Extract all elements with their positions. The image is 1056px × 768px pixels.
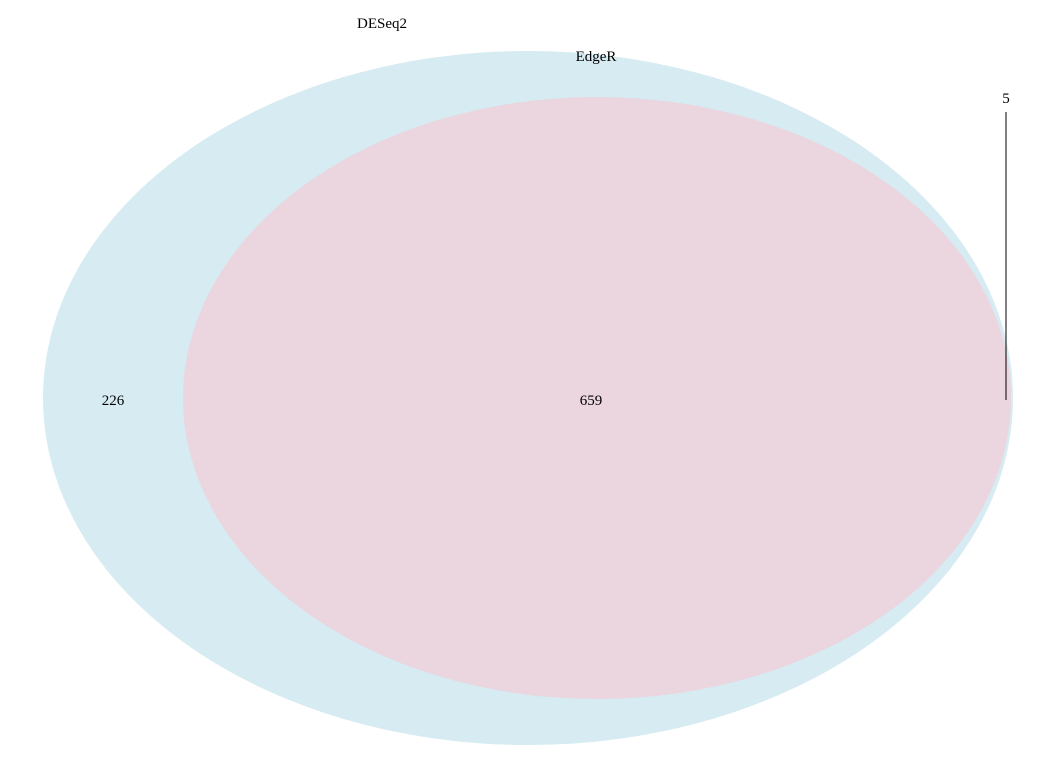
deseq2-set-label: DESeq2	[357, 16, 407, 32]
overlap-count: 659	[580, 393, 603, 409]
edger-set	[183, 97, 1011, 699]
edger-only-count: 5	[1002, 91, 1010, 107]
edger-set-label: EdgeR	[576, 49, 617, 65]
deseq2-only-count: 226	[102, 393, 125, 409]
